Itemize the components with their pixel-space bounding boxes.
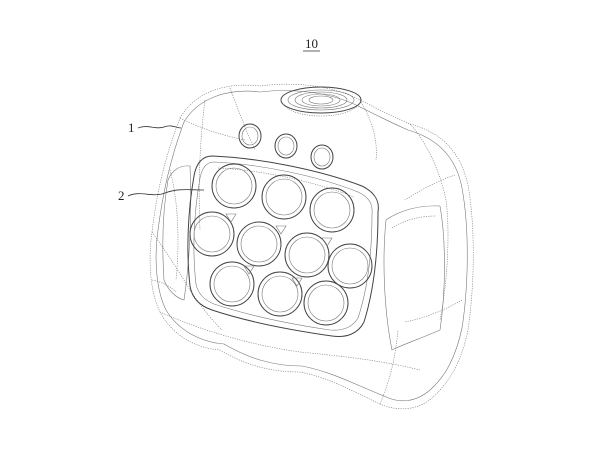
bubble [327, 243, 373, 289]
function-buttons [238, 123, 334, 170]
callout-housing: 1 [128, 120, 182, 135]
reference-numeral-housing: 1 [128, 120, 135, 135]
callout-panel: 2 [118, 188, 205, 203]
bubble [211, 163, 257, 209]
bubble [257, 271, 303, 317]
panel-nub [243, 265, 255, 275]
bubble [236, 221, 282, 267]
pop-bubbles [189, 163, 373, 326]
reference-numeral-device: 10 [305, 36, 318, 51]
shoulder-dial [280, 86, 362, 117]
panel-nub [291, 277, 303, 287]
bubble-panel [187, 155, 379, 337]
bubble [189, 211, 235, 257]
bubble [284, 232, 330, 278]
panel-nub [275, 225, 287, 235]
function-button-left [238, 123, 262, 149]
bubble [309, 187, 355, 233]
bubble [303, 280, 349, 326]
reference-numeral-panel: 2 [118, 188, 125, 203]
function-button-right [310, 144, 334, 170]
controller-housing [149, 83, 474, 410]
bubble [261, 174, 307, 220]
function-button-middle [274, 133, 298, 159]
bubble [209, 261, 255, 307]
panel-nub [321, 237, 333, 247]
panel-nub [225, 213, 237, 223]
